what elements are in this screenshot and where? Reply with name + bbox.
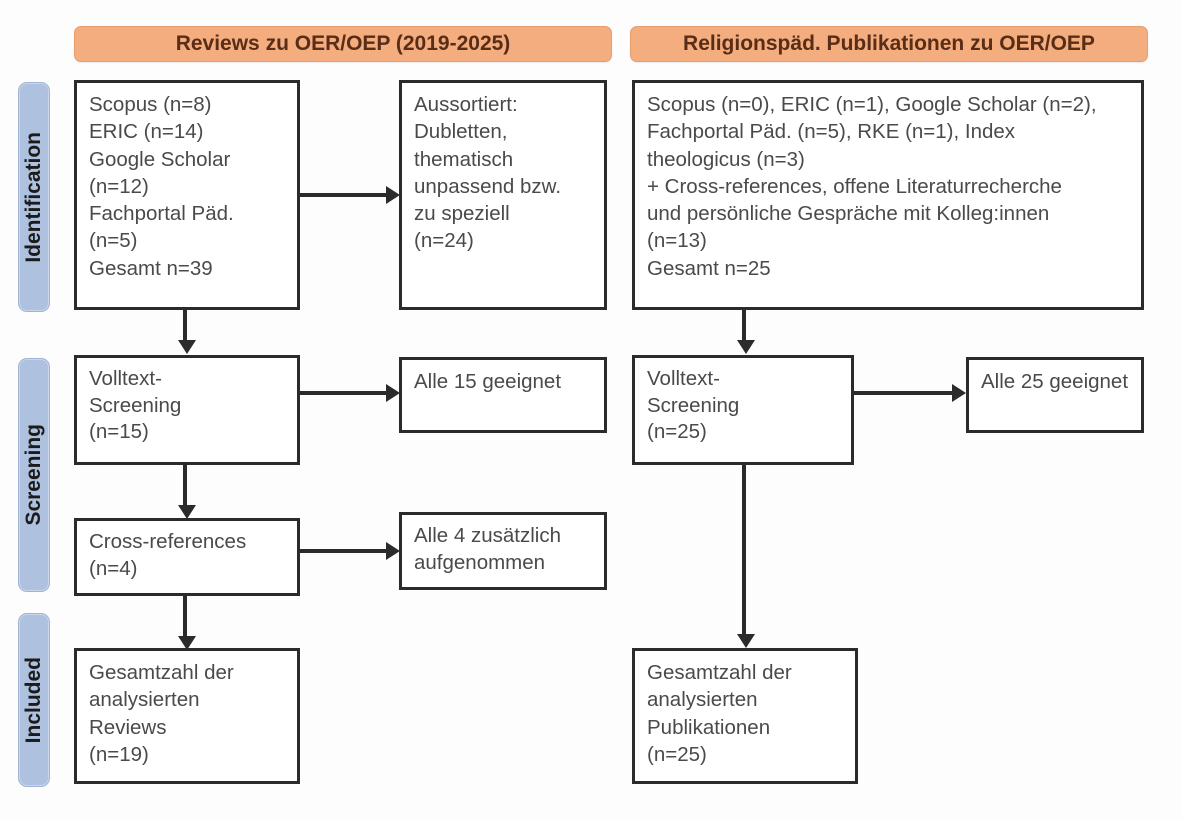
phase-label-screening: Screening <box>22 424 45 526</box>
connector-left-crossrefs-to-result <box>300 549 388 553</box>
connector-right-screening-to-result <box>854 391 953 395</box>
arrowhead-left-screening-to-result <box>386 384 400 402</box>
connector-left-identification-to-screening <box>183 310 187 343</box>
box-left-crossrefs-result-text: Alle 4 zusätzlich aufgenommen <box>414 524 561 574</box>
box-right-screening-result-text: Alle 25 geeignet <box>981 370 1129 393</box>
arrowhead-left-screening-to-crossrefs <box>178 505 196 519</box>
phase-label-identification: Identification <box>22 131 45 263</box>
connector-right-identification-to-screening <box>742 310 746 343</box>
phase-bar-included: Included <box>18 613 50 787</box>
box-right-included: Gesamtzahl der analysierten Publikatione… <box>632 648 858 784</box>
box-left-crossrefs: Cross-references (n=4) <box>74 518 300 596</box>
connector-right-screening-to-included <box>742 465 746 640</box>
arrowhead-right-identification-to-screening <box>737 340 755 354</box>
box-right-identification: Scopus (n=0), ERIC (n=1), Google Scholar… <box>632 80 1144 310</box>
arrowhead-right-screening-to-result <box>952 384 966 402</box>
box-left-included-text: Gesamtzahl der analysierten Reviews (n=1… <box>89 661 234 766</box>
column-header-religionspaed-text: Religionspäd. Publikationen zu OER/OEP <box>683 32 1095 55</box>
box-left-excluded-text: Aussortiert: Dubletten, thematisch unpas… <box>414 93 562 253</box>
box-left-identification-text: Scopus (n=8) ERIC (n=14) Google Scholar … <box>89 93 234 280</box>
box-right-screening: Volltext- Screening (n=25) <box>632 355 854 465</box>
connector-left-screening-to-crossrefs <box>183 465 187 510</box>
box-left-crossrefs-result: Alle 4 zusätzlich aufgenommen <box>399 512 607 590</box>
column-header-reviews-text: Reviews zu OER/OEP (2019-2025) <box>175 32 511 55</box>
box-right-screening-result: Alle 25 geeignet <box>966 357 1144 433</box>
box-right-screening-text: Volltext- Screening (n=25) <box>647 367 740 444</box>
phase-label-included: Included <box>22 656 45 744</box>
arrowhead-left-identification-to-screening <box>178 340 196 354</box>
box-left-excluded: Aussortiert: Dubletten, thematisch unpas… <box>399 80 607 310</box>
connector-left-identification-to-excluded <box>300 193 388 197</box>
phase-bar-screening: Screening <box>18 358 50 592</box>
box-left-screening-result: Alle 15 geeignet <box>399 357 607 433</box>
arrowhead-left-crossrefs-to-result <box>386 542 400 560</box>
phase-bar-identification: Identification <box>18 82 50 312</box>
connector-left-screening-to-result <box>300 391 388 395</box>
box-right-identification-text: Scopus (n=0), ERIC (n=1), Google Scholar… <box>647 93 1097 280</box>
box-left-screening-result-text: Alle 15 geeignet <box>414 370 562 393</box>
column-header-religionspaed: Religionspäd. Publikationen zu OER/OEP <box>630 26 1148 62</box>
arrowhead-left-crossrefs-to-included <box>178 636 196 650</box>
box-left-screening: Volltext- Screening (n=15) <box>74 355 300 465</box>
box-left-crossrefs-text: Cross-references (n=4) <box>89 530 247 580</box>
box-left-included: Gesamtzahl der analysierten Reviews (n=1… <box>74 648 300 784</box>
arrowhead-right-screening-to-included <box>737 634 755 648</box>
arrowhead-left-identification-to-excluded <box>386 186 400 204</box>
box-right-included-text: Gesamtzahl der analysierten Publikatione… <box>647 661 792 766</box>
box-left-screening-text: Volltext- Screening (n=15) <box>89 367 182 444</box>
connector-left-crossrefs-to-included <box>183 596 187 641</box>
box-left-identification: Scopus (n=8) ERIC (n=14) Google Scholar … <box>74 80 300 310</box>
column-header-reviews: Reviews zu OER/OEP (2019-2025) <box>74 26 612 62</box>
